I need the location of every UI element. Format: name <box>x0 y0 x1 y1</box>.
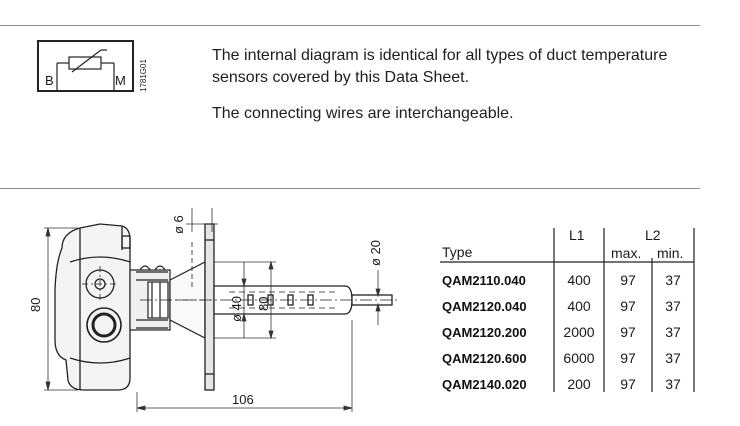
row-type: QAM2140.020 <box>442 377 527 392</box>
row-l1: 2000 <box>563 324 594 340</box>
table-row: QAM2140.020 200 97 37 <box>442 376 681 392</box>
figure-code: 1781G01 <box>139 59 148 92</box>
row-type: QAM2120.040 <box>442 299 527 314</box>
dim-flange-label: 80 <box>256 297 271 311</box>
row-max: 97 <box>620 324 636 340</box>
table-header-l1: L1 <box>569 227 585 243</box>
table-lines <box>440 228 695 392</box>
table-row: QAM2110.040 400 97 37 <box>442 272 681 288</box>
row-l1: 400 <box>567 298 591 314</box>
dim-diam-6-label: ø 6 <box>171 215 186 234</box>
dim-diam-40-label: ø 40 <box>229 296 244 322</box>
row-type: QAM2110.040 <box>442 273 526 288</box>
dim-height-label: 80 <box>28 298 43 312</box>
table-header-type: Type <box>442 244 473 260</box>
sensor-housing <box>54 223 131 391</box>
row-min: 37 <box>665 350 681 366</box>
internal-schematic <box>37 40 134 92</box>
dim-diam-20-label: ø 20 <box>368 240 383 266</box>
row-max: 97 <box>620 376 636 392</box>
table-header-l2: L2 <box>645 227 661 243</box>
row-max: 97 <box>620 272 636 288</box>
terminal-b-label: B <box>45 73 54 88</box>
row-min: 37 <box>665 324 681 340</box>
row-l1: 400 <box>567 272 591 288</box>
sensor-cone <box>169 242 206 339</box>
row-l1: 6000 <box>563 350 594 366</box>
row-type: QAM2120.200 <box>442 325 527 340</box>
dim-length-label: 106 <box>232 392 254 407</box>
table-header-max: max. <box>611 245 641 261</box>
dimensions-table: Type L1 L2 max. min. QAM2110.040 400 97 … <box>440 227 695 392</box>
middle-divider <box>0 188 700 189</box>
top-divider <box>0 25 700 26</box>
row-min: 37 <box>665 298 681 314</box>
row-type: QAM2120.600 <box>442 351 527 366</box>
terminal-m-label: M <box>115 73 126 88</box>
sensor-neck <box>129 265 171 331</box>
dimension-lines <box>44 208 381 412</box>
description-paragraph-2: The connecting wires are interchangeable… <box>212 105 514 122</box>
row-max: 97 <box>620 350 636 366</box>
table-row: QAM2120.600 6000 97 37 <box>442 350 681 366</box>
row-min: 37 <box>665 272 681 288</box>
sensor-flange <box>204 223 215 391</box>
sensor-drawing: 80 106 ø 6 ø 20 ø 40 80 <box>28 208 400 412</box>
row-min: 37 <box>665 376 681 392</box>
table-row: QAM2120.200 2000 97 37 <box>442 324 681 340</box>
row-l1: 200 <box>567 376 591 392</box>
table-header-min: min. <box>657 245 683 261</box>
description-paragraph-1: The internal diagram is identical for al… <box>212 47 668 86</box>
table-row: QAM2120.040 400 97 37 <box>442 298 681 314</box>
row-max: 97 <box>620 298 636 314</box>
